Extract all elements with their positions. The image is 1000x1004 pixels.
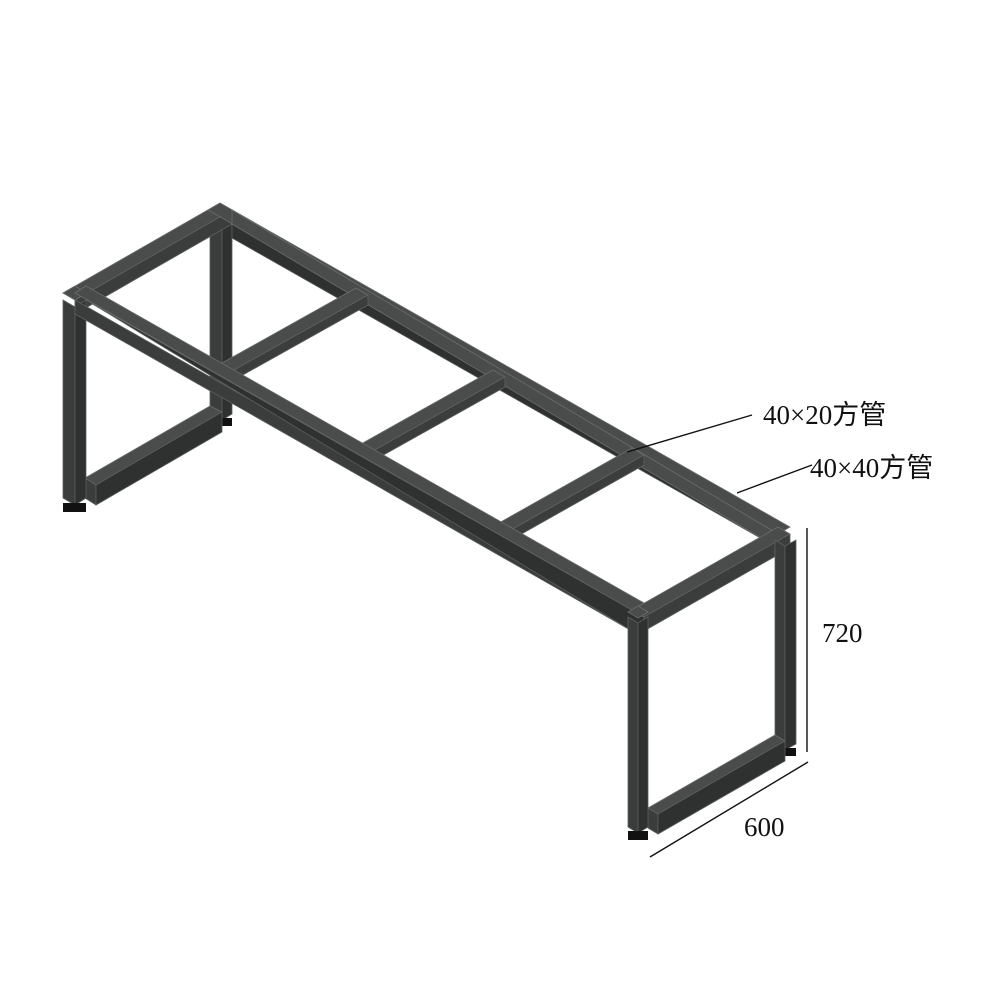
depth-dimension-label: 600 <box>744 812 785 842</box>
main-tube-label: 40×40方管 <box>810 453 934 483</box>
front-long-rail <box>74 285 645 632</box>
back-right-leg <box>774 539 797 756</box>
left-bottom-rail <box>84 405 223 506</box>
right-top-rail <box>631 526 791 632</box>
front-left-leg <box>62 285 87 512</box>
crossbar-tube-label: 40×20方管 <box>763 400 887 430</box>
crossbar-1 <box>212 287 369 386</box>
right-bottom-rail <box>647 734 786 835</box>
leader-line-40x20 <box>626 414 753 453</box>
leader-line-40x40 <box>736 464 813 494</box>
height-dimension-label: 720 <box>822 618 863 648</box>
front-right-leg <box>627 605 649 840</box>
dimension-line-depth <box>649 761 809 858</box>
